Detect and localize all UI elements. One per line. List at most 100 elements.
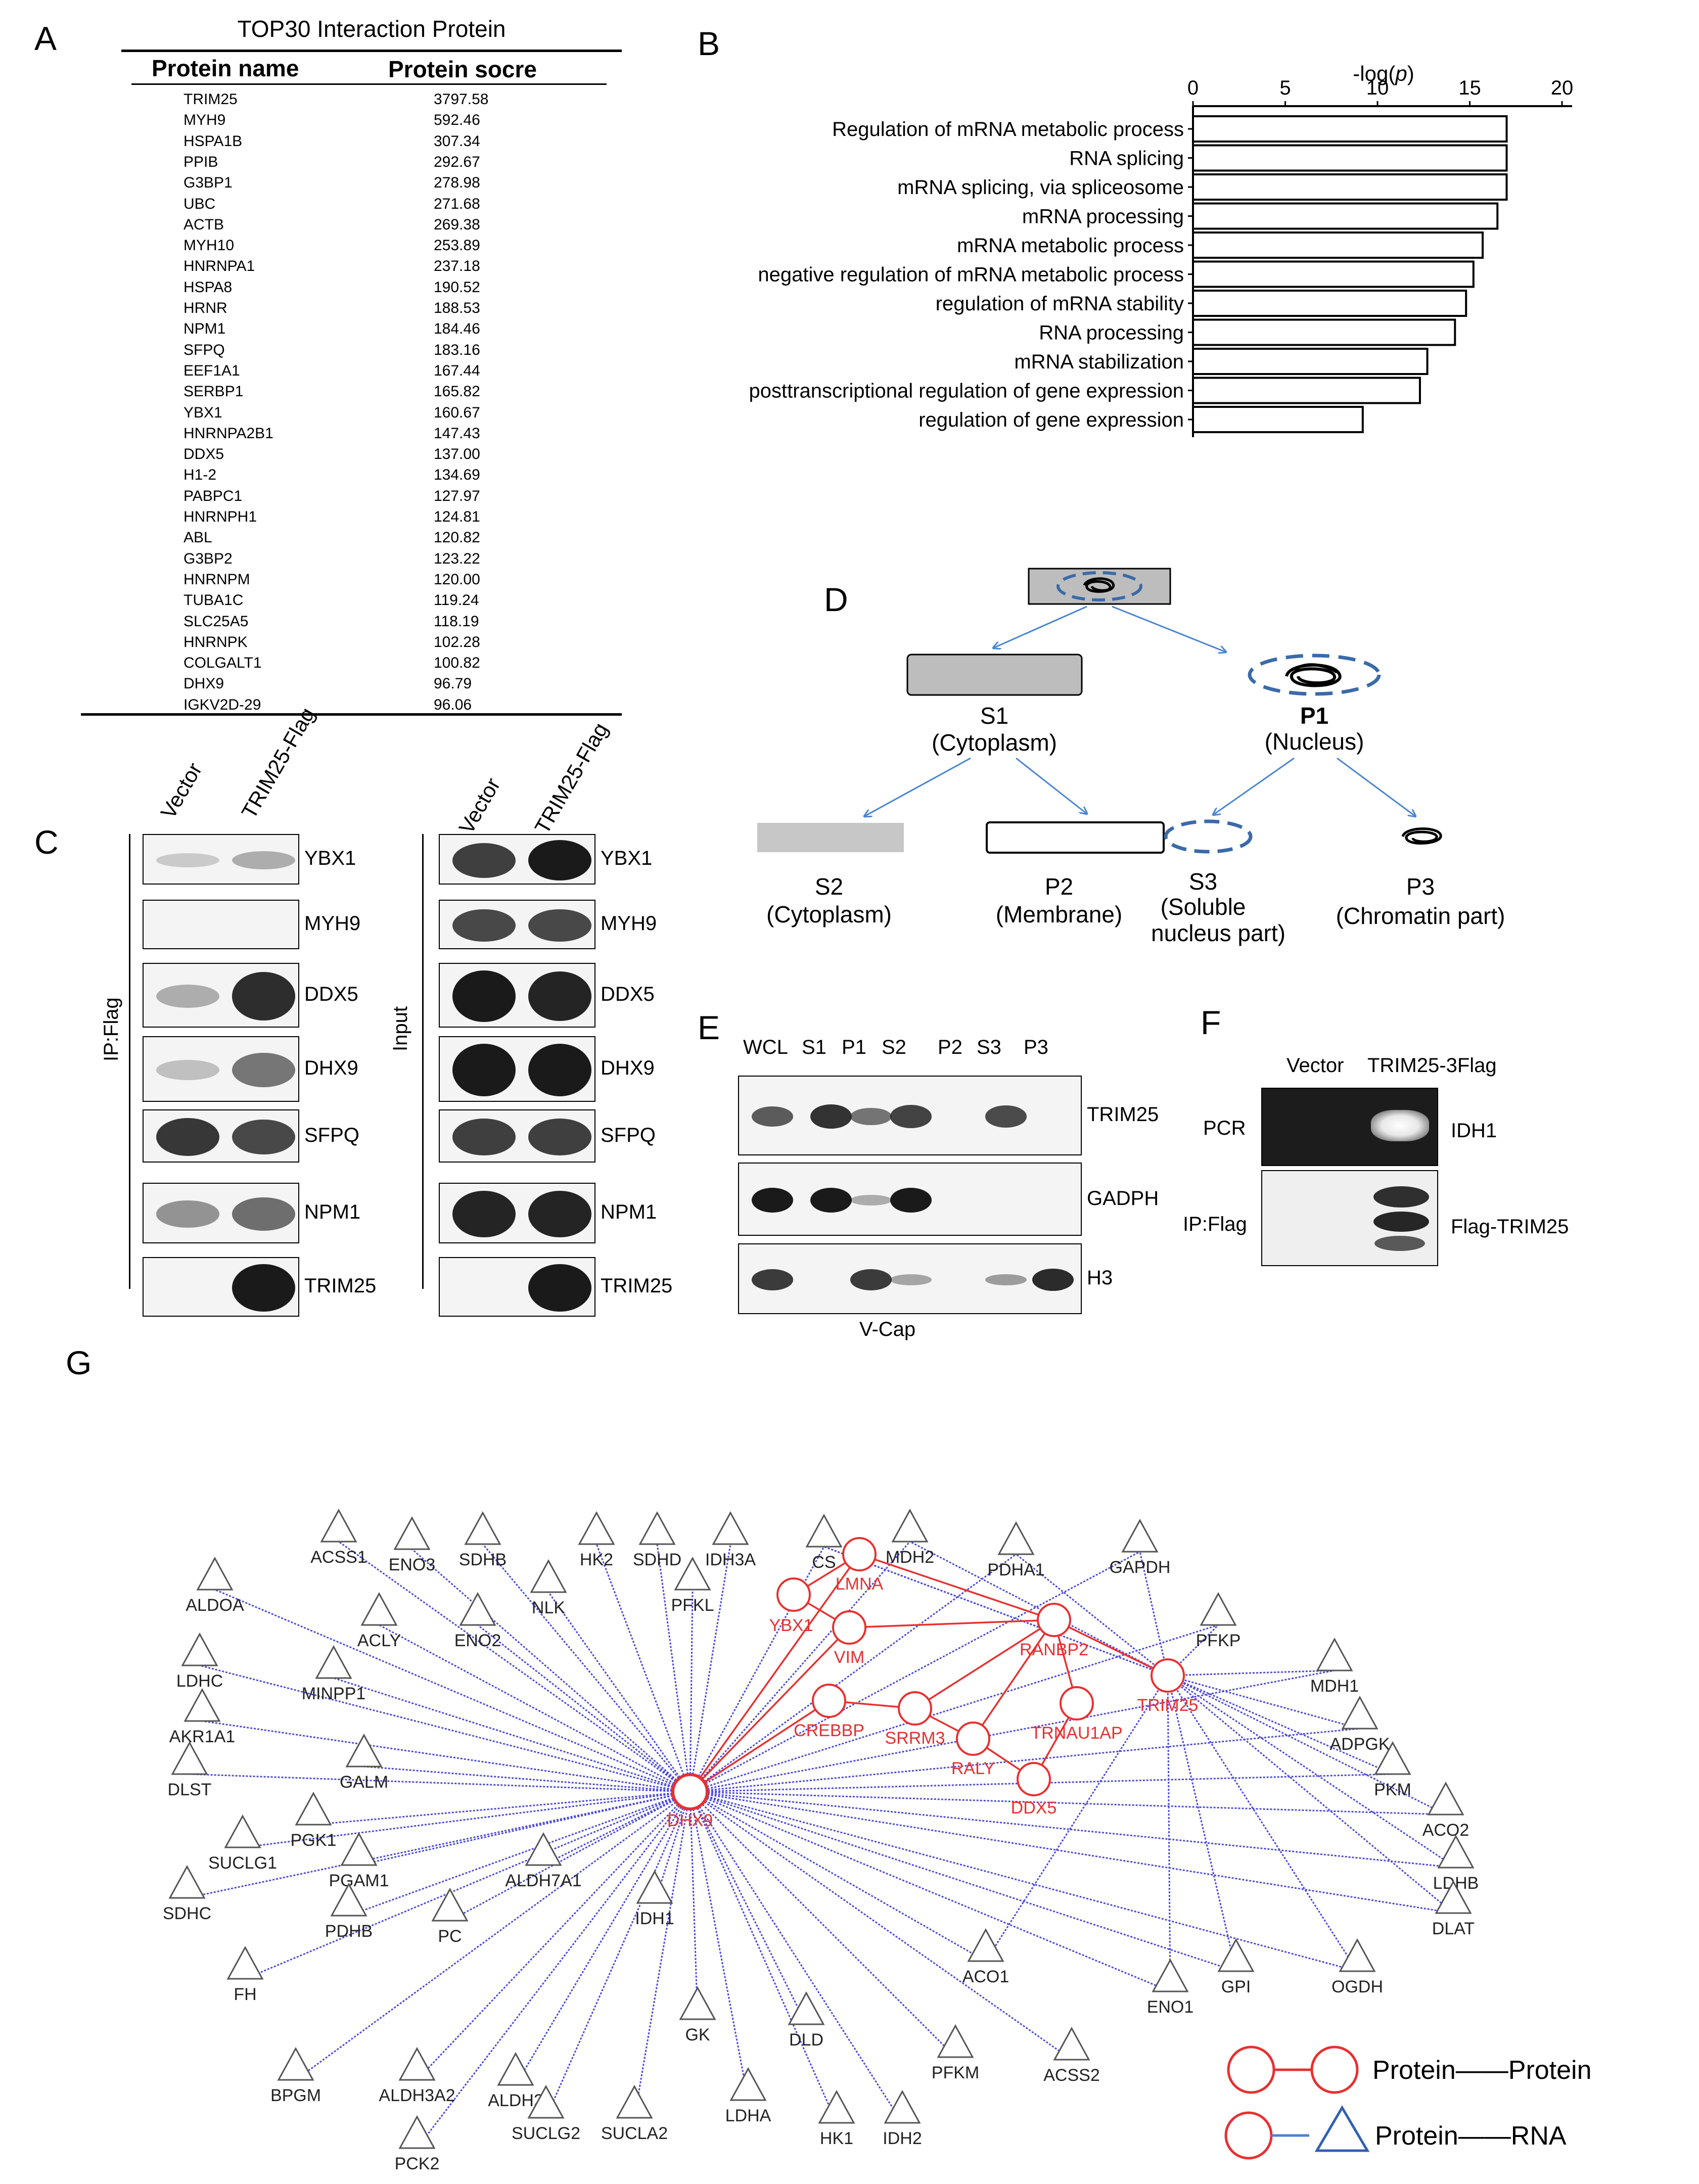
e-blot-row: [738, 1243, 1082, 1314]
blot-band: [890, 1187, 932, 1213]
rna-node: [729, 2067, 767, 2101]
flag-trim25-band-1: [1373, 1186, 1429, 1207]
bar-category-label: mRNA metabolic process: [957, 235, 1184, 257]
rna-edge: [909, 1541, 1168, 1677]
rna-edge: [1016, 1553, 1168, 1677]
protein-node: [1017, 1762, 1051, 1796]
table-cell-protein: G3BP1: [183, 174, 233, 192]
rna-node: [1200, 1592, 1237, 1626]
rna-edge: [547, 1592, 691, 1792]
blot-label: NPM1: [304, 1201, 361, 1223]
rna-edge: [416, 1791, 691, 2149]
input-blot-row: [439, 963, 595, 1028]
rna-node: [884, 2089, 921, 2124]
rna-edge: [295, 1791, 691, 2081]
table-cell-protein: HNRNPM: [183, 571, 250, 588]
rna-edges: [187, 1541, 1456, 2149]
whole-nucleus-dash: [1057, 571, 1142, 601]
s1-sublabel: (Cytoplasm): [932, 729, 1057, 756]
rna-node-label: PKM: [1374, 1780, 1411, 1799]
table-cell-score: 307.34: [434, 132, 480, 150]
legend-pr-text: Protein——RNA: [1375, 2121, 1567, 2151]
f-lane-trim25: TRIM25-3Flag: [1367, 1054, 1497, 1077]
blot-band: [156, 984, 219, 1008]
rna-node: [1435, 1880, 1472, 1914]
rna-node-label: PFKM: [932, 2063, 979, 2082]
protein-node-label: SRRM3: [885, 1729, 945, 1748]
blot-band: [232, 1197, 295, 1231]
e-blot-row: [738, 1076, 1082, 1155]
blot-band: [232, 851, 295, 869]
x-tick-label: 0: [1187, 77, 1199, 99]
input-blot-row: [439, 834, 595, 885]
table-cell-score: 118.19: [434, 613, 479, 630]
rna-node-label: FH: [234, 1985, 256, 2004]
rna-node: [315, 1645, 352, 1679]
blot-label: TRIM25: [304, 1275, 377, 1297]
input-blot-row: [439, 1257, 595, 1317]
blot-band: [752, 1269, 793, 1290]
s2-label: S2: [815, 873, 843, 900]
ipflag-blot: [1261, 1170, 1438, 1266]
table-title: TOP30 Interaction Protein: [237, 16, 506, 42]
e-blot-row: [738, 1163, 1082, 1236]
ip-blot-row: [143, 1109, 299, 1163]
table-cell-score: 190.52: [434, 278, 480, 296]
table-cell-protein: IGKV2D-29: [183, 696, 261, 713]
protein-node: [842, 1537, 877, 1571]
rna-edge: [690, 1551, 1140, 1793]
blot-label: YBX1: [601, 847, 653, 869]
table-cell-score: 184.46: [434, 320, 480, 338]
rna-edge: [689, 1791, 903, 2123]
f-row1-left: PCR: [1203, 1117, 1246, 1139]
rna-edge: [1167, 1675, 1360, 1730]
rna-edge: [689, 1541, 911, 1792]
table-cell-score: 100.82: [434, 655, 480, 672]
rna-node-label: HK1: [820, 2129, 853, 2148]
table-cell-score: 592.46: [434, 112, 480, 129]
ip-blot-row: [143, 1036, 299, 1102]
rna-node-label: MDH2: [886, 1548, 934, 1567]
bar-category-label: RNA splicing: [1069, 148, 1184, 170]
rna-edge: [689, 1791, 956, 2058]
protein-protein-edge: [690, 1700, 830, 1793]
protein-node-label: DDX5: [1011, 1798, 1057, 1818]
p3-label: P3: [1406, 873, 1435, 900]
blot-label: SFPQ: [601, 1124, 656, 1146]
table-cell-score: 271.68: [434, 195, 480, 212]
table-cell-score: 292.67: [434, 153, 480, 170]
rna-node: [638, 1511, 676, 1545]
p1-sublabel: (Nucleus): [1265, 728, 1364, 755]
rna-edge: [1167, 1675, 1446, 1816]
blot-band: [890, 1274, 932, 1285]
rna-node-label: GK: [685, 2025, 710, 2044]
rna-node-label: GALM: [340, 1773, 388, 1792]
table-cell-protein: MYH9: [183, 112, 226, 129]
rna-node: [330, 1882, 368, 1917]
table-cell-score: 120.00: [434, 571, 480, 588]
rna-node-label: ENO2: [454, 1631, 501, 1650]
rna-edge: [689, 1589, 694, 1792]
bar-category-label: regulation of gene expression: [919, 409, 1184, 431]
e-caption: V-Cap: [859, 1318, 916, 1340]
rna-node-label: IDH1: [635, 1909, 674, 1928]
rna-node-label: ENO1: [1147, 1997, 1194, 2017]
rna-edge: [595, 1544, 691, 1792]
rna-edge: [689, 1544, 731, 1792]
rna-edge: [199, 1664, 691, 1793]
bar-category-label: Regulation of mRNA metabolic process: [832, 118, 1184, 141]
bar-category-label: mRNA processing: [1022, 206, 1184, 228]
rna-node: [168, 1865, 206, 1899]
table-cell-score: 96.06: [434, 696, 472, 713]
rna-edge: [690, 1791, 1358, 1972]
rna-node: [345, 1733, 383, 1768]
rna-edge: [545, 1791, 691, 2118]
blot-band: [528, 1119, 591, 1155]
rna-node: [997, 1521, 1035, 1555]
rna-node-label: PFKP: [1196, 1631, 1241, 1650]
protein-node-label: YBX1: [769, 1616, 813, 1635]
panel-d-diagram: S1 (Cytoplasm) P1 (Nucleus) S2 (Cytoplas…: [757, 568, 1505, 946]
rna-edge: [690, 1791, 1454, 1914]
protein-node: [898, 1691, 932, 1726]
rna-node: [636, 1870, 673, 1904]
